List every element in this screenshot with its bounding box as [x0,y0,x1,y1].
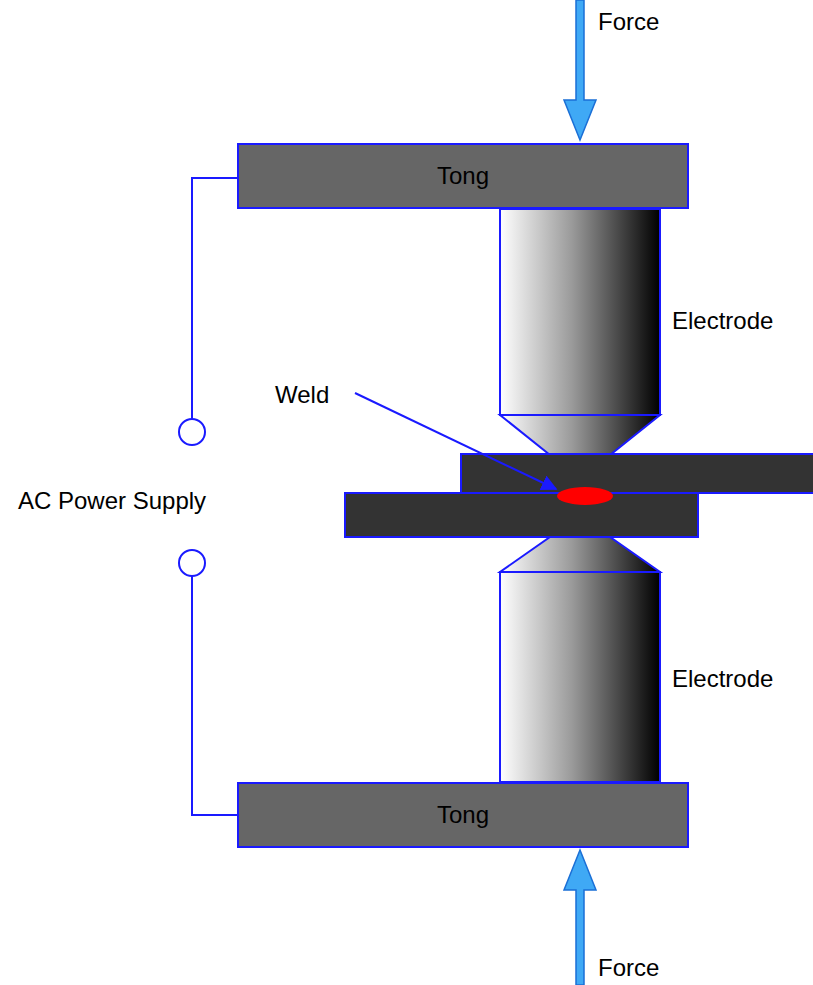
tong-label: Tong [437,801,489,830]
weld-nugget [557,487,613,505]
leader-line [355,393,556,489]
tong-label: Tong [437,162,489,191]
part-label: Electrode [672,665,773,694]
part-label: Force [598,8,659,37]
tong-bar: Tong [237,143,689,209]
part-label: Weld [275,381,329,410]
metal-sheet [345,454,813,537]
part-label: Force [598,954,659,983]
tong-bar: Tong [237,782,689,848]
part-label: AC Power Supply [18,487,206,516]
part-label: Electrode [672,307,773,336]
